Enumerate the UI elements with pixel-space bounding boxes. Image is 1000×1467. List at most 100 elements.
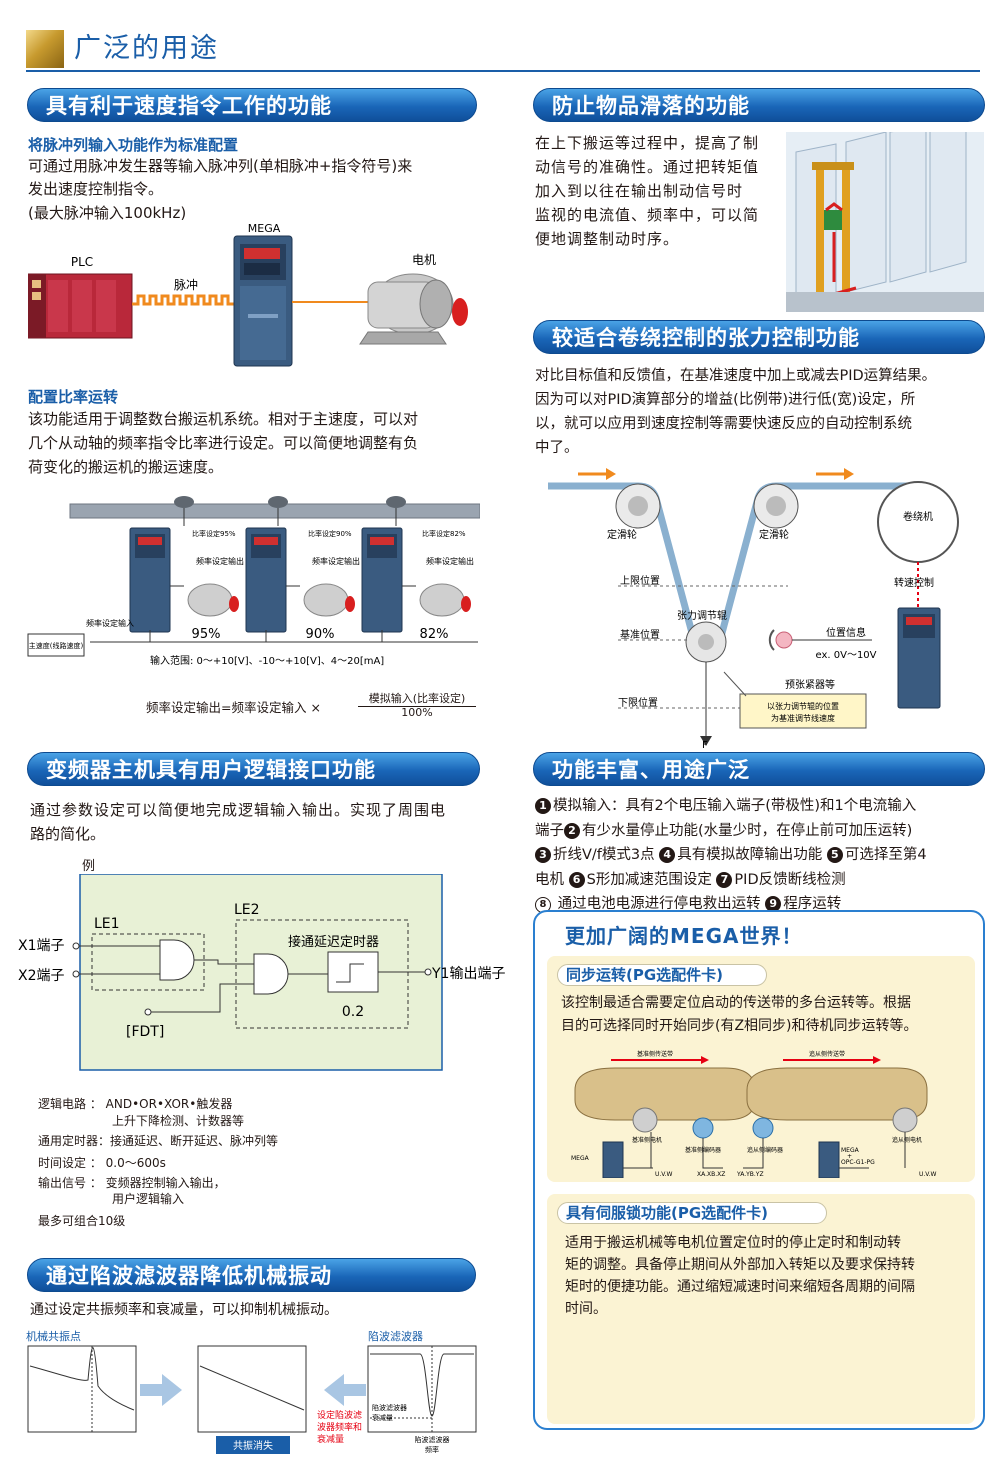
spec-1-key: 逻辑电路 ： [38,1097,102,1111]
feature-text-2: 有少水量停止功能(水量少时，在停止前可加压运转) [582,822,913,839]
base-encoder: 基准侧编码器 [685,1146,721,1154]
pulse-wave [132,294,236,306]
note-line2: 为基准调节线速度 [771,713,835,723]
uvw-right: U.V.W [919,1171,937,1178]
section-heading-notch: 通过陷波滤波器降低机械振动 [27,1258,476,1292]
feature-text-3: 折线V/f模式3点 [553,847,660,863]
formula-numerator: 模拟输入(比率设定) [358,690,476,707]
tension-line2: 因为可以对PID演算部分的增益(比例带)进行低(宽)设定，所 [535,392,916,408]
sync-line1: 该控制最适合需要定位启动的传送带的多台运转等。根据 [561,995,911,1011]
freq-out-3: 频率设定输出 [426,556,474,566]
section-heading-features: 功能丰富、用途广泛 [533,752,985,786]
feature-text-6: S形加减速范围设定 [586,871,717,888]
base-motor: 基准侧电机 [632,1136,662,1144]
lower-limit: 下限位置 [618,696,658,709]
freq-out-1: 频率设定输出 [196,556,244,566]
le1-label: LE1 [94,916,120,932]
timer-label: 接通延迟定时器 [288,934,379,950]
timer-value: 0.2 [342,1004,364,1020]
ratio-label-3: 比率设定82% [422,529,466,538]
servo-line3: 矩时的便捷功能。通过缩短减速时间来缩短各周期的间隔 [565,1279,915,1295]
logic-line1: 通过参数设定可以简便地完成逻辑输入输出。实现了周围电 [30,801,447,819]
plc-label: PLC [71,255,93,269]
set-note-1: 设定陷波滤 [317,1409,362,1421]
x1-terminal: X1端子 [18,938,65,954]
page-title: 广泛的用途 [74,33,219,64]
spec-1: 逻辑电路 ： AND•OR•XOR•触发器 [38,1096,232,1112]
fdt-label: [FDT] [126,1024,164,1040]
ratio-line2: 几个从动轴的频率指令比率进行设定。可以简便地调整有负 [28,434,419,452]
follow-conveyor: 追从侧传送带 [809,1050,845,1058]
motor-1 [187,583,239,617]
freq-out-2: 频率设定输出 [312,556,360,566]
header-gold-square [26,30,64,68]
motor-3 [419,583,471,617]
pulse-line2: 发出速度控制指令。 [28,180,164,198]
spec-4-value: 变频器控制输入输出， [105,1176,226,1190]
attn-label-1: 陷波滤波器 [372,1403,407,1412]
upper-limit: 上限位置 [620,574,660,587]
slip-line4: 监视的电流值、频率中，可以简 [535,206,760,224]
attn-label-2: 衰减量 [372,1413,393,1422]
pulse-label: 脉冲 [174,277,198,292]
servo-subtitle: 具有伺服锁功能(PG选配件卡) [557,1202,827,1224]
spec-3: 时间设定 ： 0.0～600s [38,1154,166,1171]
logic-line2: 路的简化。 [30,825,106,843]
fixed-pulley-1: 定滑轮 [607,528,637,541]
percent-3: 82% [420,627,449,642]
eliminated-label: 共振消失 [233,1439,273,1452]
ratio-subtitle: 配置比率运转 [28,388,119,406]
tension-inverter [897,607,941,709]
feature-num-1: 1 [535,798,551,814]
set-note-2: 波器频率和 [317,1421,362,1433]
force-label: F [702,740,708,751]
spec-2-value: 接通延迟、断开延迟、脉冲列等 [110,1134,279,1148]
lift-illustration [786,132,984,312]
spec-3-value: 0.0～600s [105,1156,166,1170]
feature-text-4: 具有模拟故障输出功能 [677,847,827,863]
notch-line1: 通过设定共振频率和衰减量，可以抑制机械振动。 [30,1302,338,1318]
ratio-diagram: 比率设定95% 比率设定90% 比率设定82% 频率设定输出 频率设定输出 频率… [27,496,480,667]
y1-terminal: Y1输出端子 [431,966,505,982]
spec-4: 输出信号 ： 变频器控制输入输出， [38,1174,226,1191]
ya-label: YA.YB.YZ [736,1171,764,1178]
sync-diagram: 基准侧传送带 追从侧传送带 基准侧电机 基准侧编码器 追从侧编码器 追从侧电机 … [571,1050,937,1178]
pulse-line3: (最大脉冲输入100kHz) [28,204,187,222]
base-position: 基准位置 [620,628,660,641]
feature-num-3: 3 [535,847,551,863]
ratio-line3: 荷变化的搬运机的搬运速度。 [28,458,224,476]
mega-world-box: 更加广阔的MEGA世界！ 同步运转(PG选配件卡) 该控制最适合需要定位启动的传… [533,910,985,1430]
feature-num-4: 4 [659,847,676,863]
main-speed-label: 主速度(线路速度) [29,641,84,650]
spec-2: 通用定时器：接通延迟、断开延迟、脉冲列等 [38,1132,278,1149]
ratio-label-1: 比率设定95% [192,529,236,538]
mega-world-heading: 更加广阔的MEGA世界！ [565,924,803,948]
section-heading-logic: 变频器主机具有用户逻辑接口功能 [27,752,480,786]
pos-info: 位置信息 [826,626,866,639]
uvw-left: U.V.W [655,1171,673,1178]
ratio-label-2: 比率设定90% [308,529,352,538]
pulse-subtitle: 将脉冲列输入功能作为标准配置 [28,136,239,154]
servo-panel: 具有伺服锁功能(PG选配件卡) 适用于搬运机械等电机位置定位时的停止定时和制动转… [547,1194,975,1424]
spec-4-key: 输出信号 ： [38,1176,102,1190]
feature-num-6: 6 [568,871,585,888]
spec-1-value: AND•OR•XOR•触发器 [105,1097,233,1111]
tension-diagram: 定滑轮 定滑轮 卷绕机 上限位置 张力调节辊 基准位置 下限位置 位置信息 ex… [548,468,959,751]
pretension: 预张紧器等 [785,678,835,691]
motor-label: 电机 [412,253,436,267]
slip-line1: 在上下搬运等过程中，提高了制 [535,134,760,152]
input-range: 输入范围: 0～+10[V]、-10～+10[V]、4～20[mA] [150,654,384,667]
spec-1-value2: 上升下降检测、计数器等 [112,1114,245,1128]
pulse-line1: 可通过用脉冲发生器等输入脉冲列(单相脉冲+指令符号)来 [28,157,413,175]
feature-text-1: 模拟输入：具有2个电压输入端子(带极性)和1个电流输入 [553,798,917,814]
feature-text-5: 可选择至第4 [844,847,927,863]
mega-label: MEGA [248,222,281,235]
feature-text-5b: 电机 [535,871,569,888]
logic-diagram: X1端子 X2端子 LE1 LE2 接通延迟定时器 0.2 [FDT] Y1输出… [18,874,505,1071]
dancer-label: 张力调节辊 [677,609,727,622]
feature-num-9: 9 [765,896,782,912]
mega-opt-2: + [847,1153,852,1160]
